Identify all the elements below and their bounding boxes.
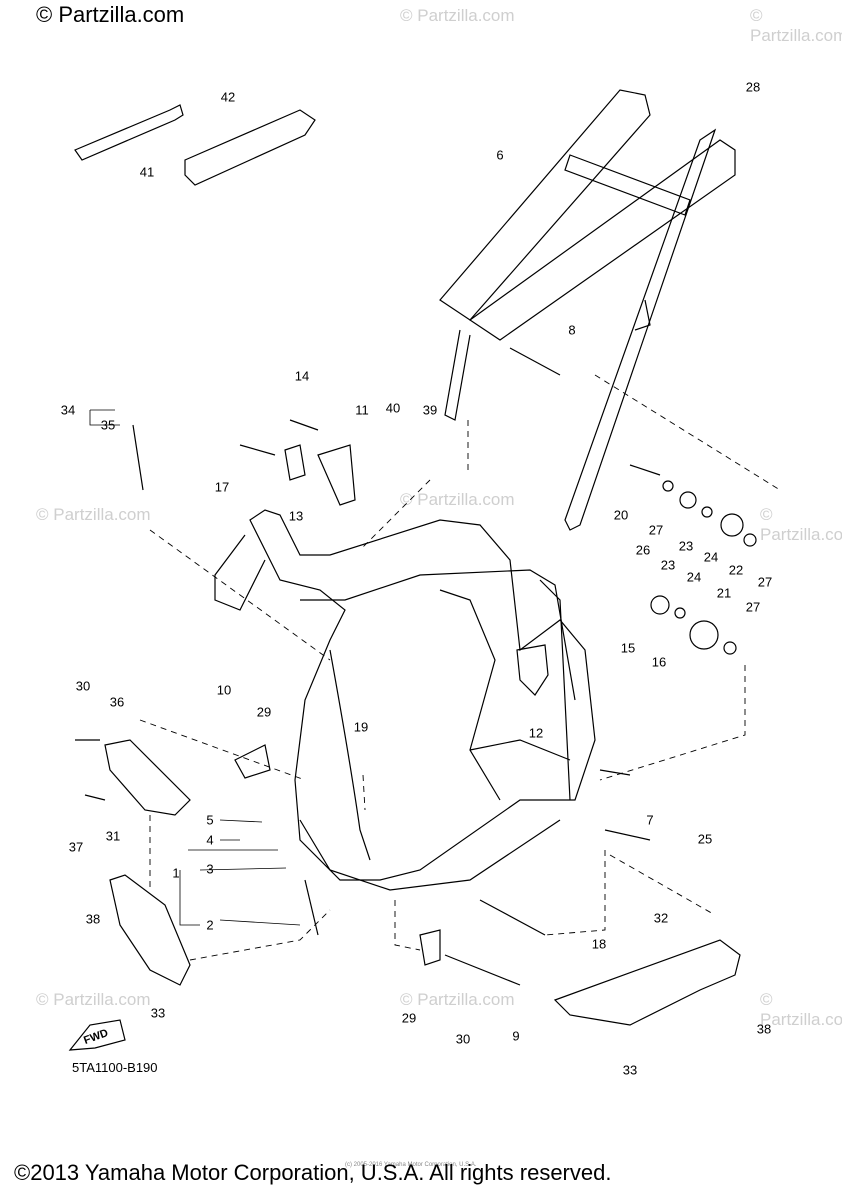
callout-38: 38 — [756, 1021, 772, 1037]
callout-25: 25 — [697, 831, 713, 847]
callout-24: 24 — [686, 569, 702, 585]
watermark: © Partzilla.com — [760, 505, 842, 544]
callout-19: 19 — [353, 719, 369, 735]
callout-35: 35 — [100, 417, 116, 433]
callout-33: 33 — [150, 1005, 166, 1021]
skid-plate — [553, 939, 741, 1026]
bracket-29b — [419, 929, 441, 966]
callout-21: 21 — [716, 585, 732, 601]
callout-42: 42 — [220, 89, 236, 105]
main-frame — [214, 509, 596, 891]
callout-23: 23 — [678, 538, 694, 554]
callout-1: 1 — [172, 865, 180, 881]
callout-38: 38 — [85, 911, 101, 927]
watermark: © Partzilla.com — [36, 990, 151, 1009]
callout-17: 17 — [214, 479, 230, 495]
callout-40: 40 — [385, 400, 401, 416]
callout-12: 12 — [528, 725, 544, 741]
watermark: © Partzilla.com — [400, 990, 515, 1009]
callout-27: 27 — [648, 522, 664, 538]
bracket-12 — [516, 644, 549, 696]
callout-11: 11 — [355, 402, 369, 418]
callout-15: 15 — [620, 640, 636, 656]
callout-32: 32 — [653, 910, 669, 926]
callout-37: 37 — [68, 839, 84, 855]
watermark-top-left: © Partzilla.com — [36, 2, 185, 27]
callout-30: 30 — [455, 1031, 471, 1047]
watermark: © Partzilla.com — [400, 6, 515, 25]
callout-14: 14 — [294, 368, 310, 384]
callout-26: 26 — [635, 542, 651, 558]
callout-29: 29 — [401, 1010, 417, 1026]
fwd-arrow-shape — [68, 1019, 126, 1051]
copyright-notice: ©2013 Yamaha Motor Corporation, U.S.A. A… — [14, 1160, 612, 1185]
engine-guard — [104, 739, 191, 816]
callout-2: 2 — [206, 917, 214, 933]
callout-33: 33 — [622, 1062, 638, 1078]
socket-tool — [184, 109, 316, 186]
callout-28: 28 — [745, 79, 761, 95]
callout-20: 20 — [613, 507, 629, 523]
wrench-tool — [74, 104, 184, 161]
callout-27: 27 — [745, 599, 761, 615]
callout-3: 3 — [206, 861, 214, 877]
watermark: © Partzilla.com — [750, 6, 842, 45]
side-plate — [109, 874, 191, 986]
watermark: © Partzilla.com — [36, 505, 151, 524]
callout-27: 27 — [757, 574, 773, 590]
callout-36: 36 — [109, 694, 125, 710]
rear-subframe — [439, 89, 736, 531]
callout-8: 8 — [568, 322, 576, 338]
watermark: © Partzilla.com — [400, 490, 515, 509]
callout-41: 41 — [139, 164, 155, 180]
bracket-11 — [317, 444, 356, 506]
callout-4: 4 — [206, 832, 214, 848]
callout-10: 10 — [216, 682, 232, 698]
callout-31: 31 — [105, 828, 121, 844]
callout-13: 13 — [288, 508, 304, 524]
callout-6: 6 — [496, 147, 504, 163]
bracket-29a — [234, 744, 271, 779]
diagram-code: 5TA1100-B190 — [72, 1060, 158, 1075]
callout-23: 23 — [660, 557, 676, 573]
callout-5: 5 — [206, 812, 214, 828]
callout-34: 34 — [60, 402, 76, 418]
callout-24: 24 — [703, 549, 719, 565]
callout-22: 22 — [728, 562, 744, 578]
callout-9: 9 — [512, 1028, 520, 1044]
bracket-13 — [284, 444, 306, 481]
fine-print: (c) 2005-2016 Yamaha Motor Corporation, … — [345, 1162, 477, 1168]
watermark: © Partzilla.com — [760, 990, 842, 1029]
callout-16: 16 — [651, 654, 667, 670]
callout-7: 7 — [646, 812, 654, 828]
callout-39: 39 — [422, 402, 438, 418]
callout-18: 18 — [591, 936, 607, 952]
callout-29: 29 — [256, 704, 272, 720]
callout-30: 30 — [75, 678, 91, 694]
